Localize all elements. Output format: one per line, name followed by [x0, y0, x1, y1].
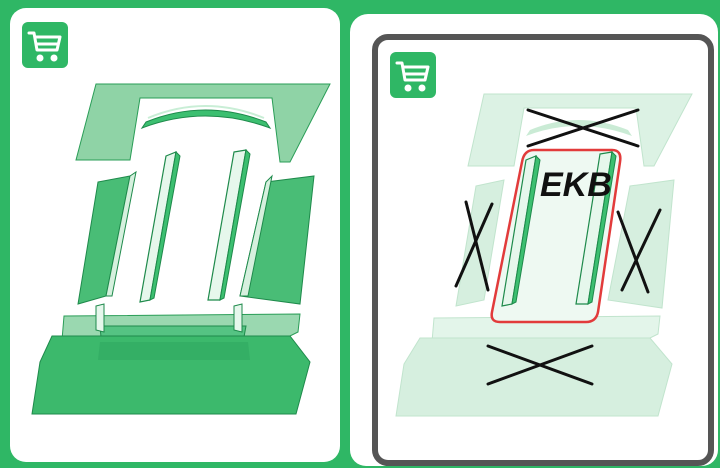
- ekb-highlight: EKB: [492, 150, 621, 322]
- ekb-label: EKB: [540, 166, 612, 204]
